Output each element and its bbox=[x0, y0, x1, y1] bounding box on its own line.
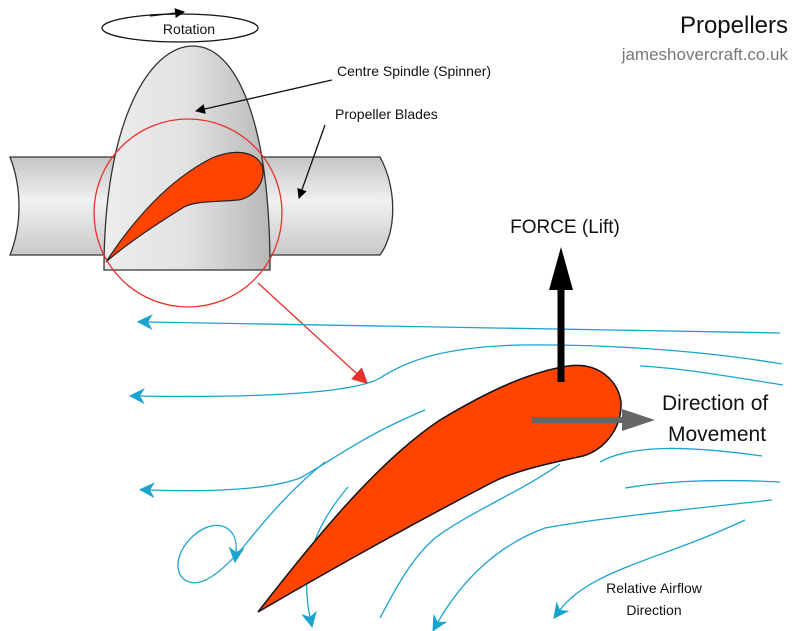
airflow-line bbox=[553, 519, 746, 619]
airflow-line bbox=[599, 447, 763, 463]
propeller-blades-label: Propeller Blades bbox=[335, 106, 438, 122]
hub-blade-section bbox=[105, 151, 264, 263]
centre-spindle-label: Centre Spindle (Spinner) bbox=[337, 63, 491, 79]
force-arrowhead-icon bbox=[549, 247, 573, 290]
airflow-label-line2: Direction bbox=[626, 602, 681, 618]
direction-label-line1: Direction of bbox=[662, 392, 768, 415]
rotation-arrow-icon bbox=[149, 8, 185, 19]
rotation-label: Rotation bbox=[163, 21, 215, 37]
airflow-line bbox=[379, 463, 561, 619]
force-label: FORCE (Lift) bbox=[510, 217, 620, 238]
hub-assembly bbox=[9, 45, 394, 308]
airflow-line bbox=[624, 479, 781, 489]
highlight-circle bbox=[93, 118, 283, 308]
airflow-line bbox=[432, 499, 773, 631]
blades-pointer-arrow bbox=[297, 124, 326, 199]
website-label: jameshovercraft.co.uk bbox=[621, 45, 789, 64]
direction-label-line2: Movement bbox=[668, 423, 766, 446]
zoom-pointer-arrow bbox=[257, 282, 369, 385]
movement-arrowhead-icon bbox=[622, 409, 655, 431]
airflow-line bbox=[136, 314, 781, 334]
spindle-pointer-arrow bbox=[195, 79, 333, 114]
diagram-title: Propellers bbox=[680, 12, 788, 39]
airflow-line bbox=[639, 365, 784, 386]
movement-arrow bbox=[532, 409, 655, 431]
airflow-line bbox=[138, 409, 426, 499]
airflow-line bbox=[177, 461, 326, 584]
airflow-line bbox=[128, 344, 783, 405]
rotation-indicator bbox=[101, 8, 259, 43]
force-arrow bbox=[549, 247, 573, 382]
pointer-arrows bbox=[195, 79, 369, 385]
airflow-label-line1: Relative Airflow bbox=[606, 580, 703, 596]
airfoil-blade bbox=[257, 364, 622, 613]
